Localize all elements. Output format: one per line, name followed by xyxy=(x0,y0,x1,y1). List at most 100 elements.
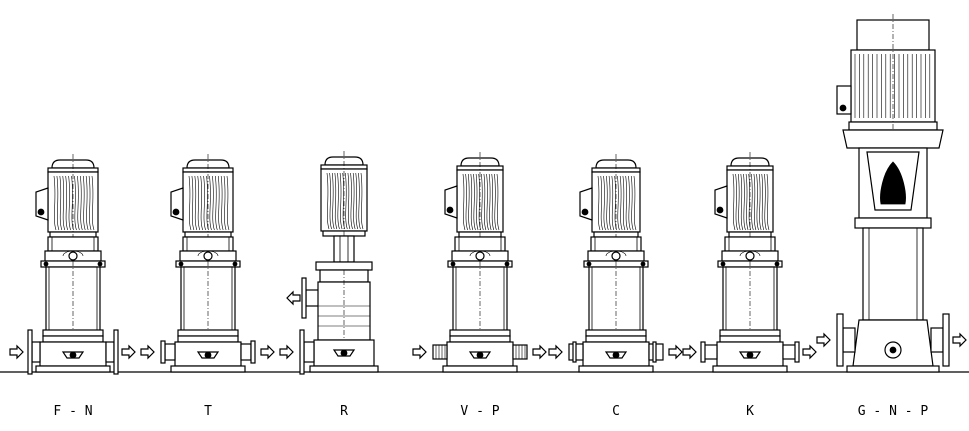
inlet-arrow-icon xyxy=(412,344,427,360)
drawing-stroke xyxy=(756,173,759,231)
drawing-stroke xyxy=(113,329,119,375)
drawing-stroke xyxy=(842,327,856,353)
drawing-stroke xyxy=(200,175,203,231)
drawing-stroke xyxy=(160,340,166,364)
drawing-stroke xyxy=(743,173,746,231)
drawing-stroke xyxy=(197,175,201,231)
drawing-stroke xyxy=(608,175,612,231)
drawing-stroke xyxy=(82,175,86,231)
drawing-stroke xyxy=(331,172,335,230)
drawing-stroke xyxy=(172,208,180,216)
drawing-stroke xyxy=(572,341,577,363)
drawing-stroke xyxy=(250,340,256,364)
drawing-stroke xyxy=(774,261,780,267)
drawing-stroke xyxy=(65,175,68,231)
drawing-stroke xyxy=(27,329,33,375)
inlet-arrow-icon xyxy=(140,344,155,360)
drawing-stroke xyxy=(719,335,781,343)
motor-fins xyxy=(326,172,364,230)
drawing-stroke xyxy=(625,175,628,231)
drawing-stroke xyxy=(462,173,466,231)
drawing-stroke xyxy=(494,173,497,231)
inlet-arrow-icon xyxy=(816,332,831,348)
drawing-stroke xyxy=(712,365,788,373)
drawing-stroke xyxy=(347,172,351,230)
drawing-stroke xyxy=(889,346,897,354)
drawing-stroke xyxy=(467,173,471,231)
drawing-stroke xyxy=(745,251,755,261)
motor-fins xyxy=(732,173,770,231)
drawing-stroke xyxy=(504,261,510,267)
drawing-stroke xyxy=(329,172,332,230)
label-g-n-p: G - N - P xyxy=(857,404,929,419)
drawing-stroke xyxy=(737,173,741,231)
drawing-stroke xyxy=(182,236,234,252)
motor-fins xyxy=(597,175,637,231)
drawing-stroke xyxy=(194,175,198,231)
drawing-stroke xyxy=(640,261,646,267)
drawing-stroke xyxy=(315,261,373,271)
drawing-stroke xyxy=(77,175,80,231)
drawing-stroke xyxy=(212,175,215,231)
drawing-stroke xyxy=(217,175,221,231)
drawing-stroke xyxy=(606,175,609,231)
outlet-arrow-icon xyxy=(260,344,275,360)
drawing-stroke xyxy=(223,175,227,231)
drawing-stroke xyxy=(88,175,92,231)
drawing-stroke xyxy=(611,251,621,261)
drawing-stroke xyxy=(454,236,506,252)
drawing-stroke xyxy=(85,175,89,231)
drawing-stroke xyxy=(69,351,77,359)
drawing-stroke xyxy=(442,365,518,373)
inlet-arrow-icon xyxy=(548,344,563,360)
drawing-stroke xyxy=(177,335,239,343)
drawing-stroke xyxy=(220,175,224,231)
drawing-stroke xyxy=(622,175,626,231)
drawing-stroke xyxy=(603,175,606,231)
drawing-stroke xyxy=(240,343,252,361)
pump-k xyxy=(682,152,817,373)
drawing-stroke xyxy=(605,250,627,257)
drawing-stroke xyxy=(720,261,726,267)
drawing-stroke xyxy=(486,173,489,231)
drawing-stroke xyxy=(746,351,754,359)
drawing-stroke xyxy=(597,175,601,231)
drawing-stroke xyxy=(68,175,71,231)
drawing-stroke xyxy=(470,173,474,231)
drawing-stroke xyxy=(203,175,206,231)
drawing-stroke xyxy=(617,175,620,231)
drawing-stroke xyxy=(232,261,238,267)
drawing-stroke xyxy=(488,173,492,231)
drawing-stroke xyxy=(215,175,218,231)
inlet-arrow-icon xyxy=(682,344,697,360)
drawing-stroke xyxy=(724,236,776,252)
label-c: C xyxy=(612,404,620,419)
drawing-stroke xyxy=(326,172,330,230)
drawing-stroke xyxy=(842,129,944,149)
drawing-stroke xyxy=(745,173,749,231)
drawing-stroke xyxy=(446,206,454,214)
label-v-p: V - P xyxy=(460,404,500,419)
outlet-arrow-icon xyxy=(668,344,683,360)
drawing-stroke xyxy=(59,175,63,231)
drawing-stroke xyxy=(716,206,724,214)
drawing-stroke xyxy=(188,175,192,231)
drawing-stroke xyxy=(628,175,631,231)
brand-logo-icon xyxy=(880,161,906,205)
drawing-stroke xyxy=(178,261,184,267)
drawing-stroke xyxy=(170,365,246,373)
pump-f-n xyxy=(9,154,136,375)
drawing-stroke xyxy=(585,329,647,337)
drawing-stroke xyxy=(345,172,348,230)
drawing-stroke xyxy=(496,173,500,231)
drawing-stroke xyxy=(340,349,348,357)
drawing-stroke xyxy=(751,173,754,231)
drawing-stroke xyxy=(764,173,767,231)
outlet-arrow-icon xyxy=(532,344,547,360)
drawing-stroke xyxy=(476,351,484,359)
pump-v-p xyxy=(412,152,547,373)
drawing-stroke xyxy=(753,173,757,231)
drawing-stroke xyxy=(68,251,78,261)
